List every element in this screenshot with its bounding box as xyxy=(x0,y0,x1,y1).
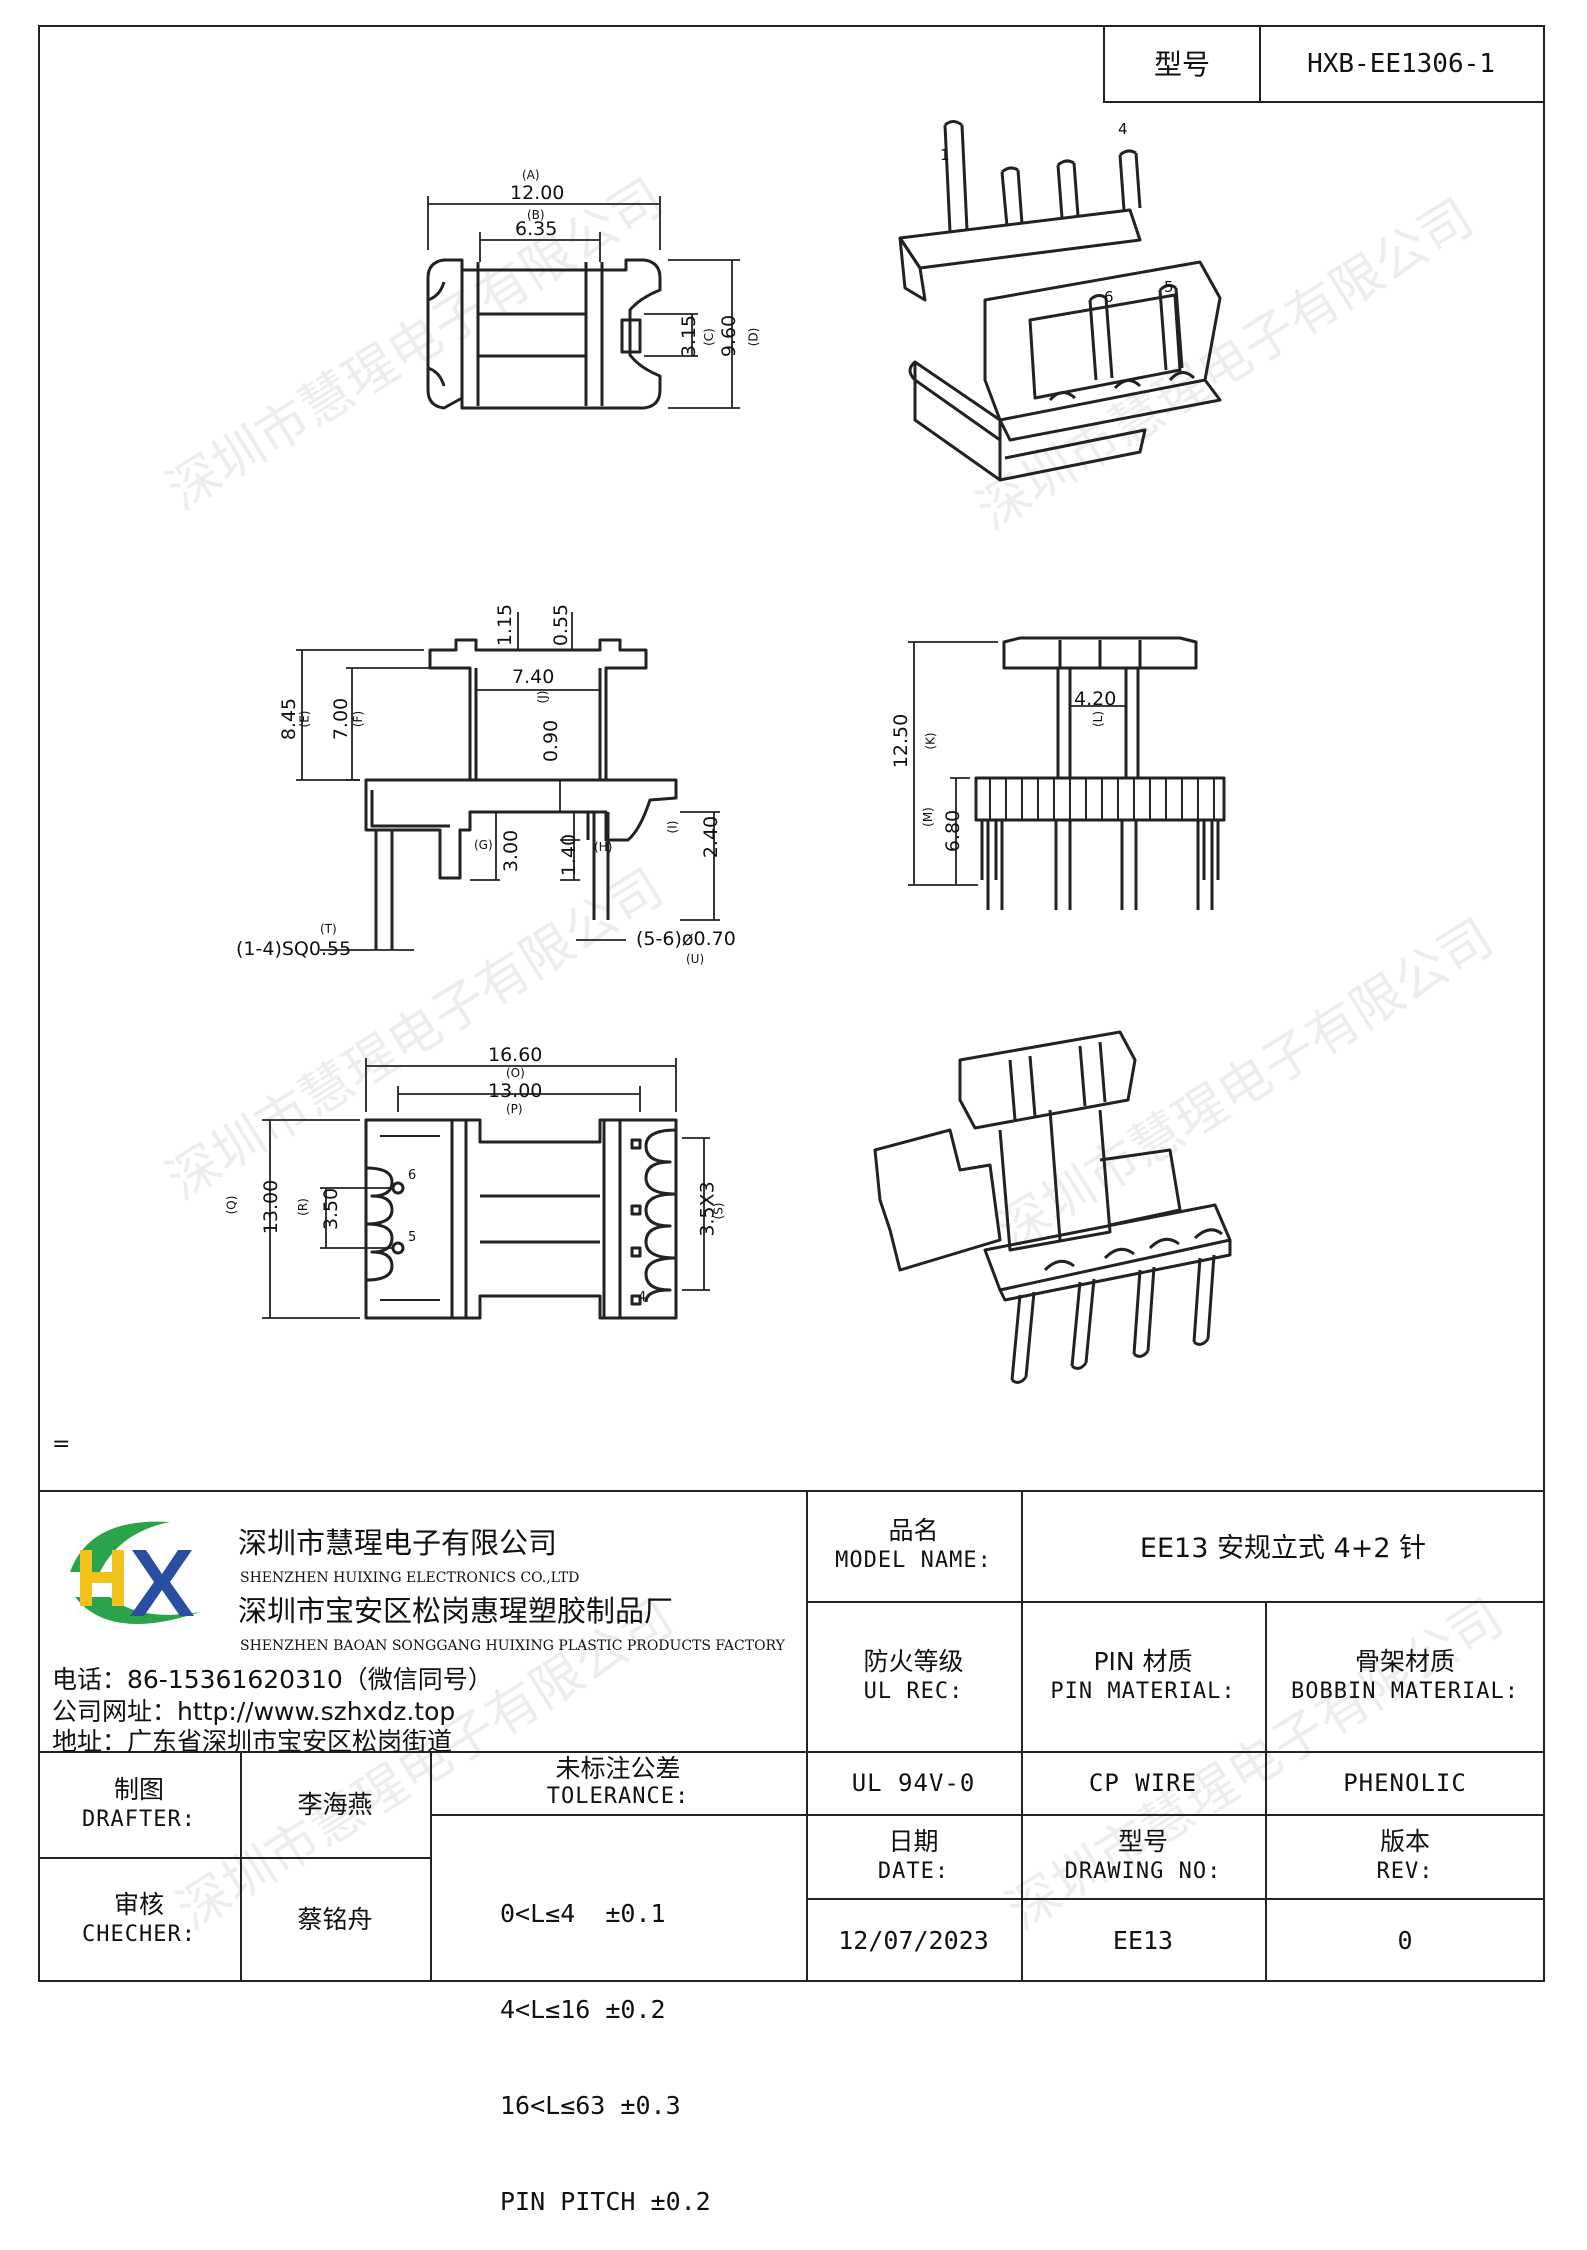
company-address: 地址：广东省深圳市宝安区松岗街道 xyxy=(52,1727,453,1756)
company-name-cn: 深圳市慧瑆电子有限公司 xyxy=(238,1526,558,1560)
date-label: 日期 DATE: xyxy=(877,1826,950,1884)
tolerance-row: 4<L≤16 ±0.2 xyxy=(500,1995,666,2024)
bobbin-material-value: PHENOLIC xyxy=(1343,1768,1467,1797)
checker-label: 审核 CHECHER: xyxy=(82,1890,196,1947)
iso-bottom-view xyxy=(873,1030,1232,1384)
bottom-view xyxy=(364,1118,678,1320)
tolerance-row: PIN PITCH ±0.2 xyxy=(500,2187,711,2216)
header-model-value: HXB-EE1306-1 xyxy=(1259,25,1545,103)
date-value: 12/07/2023 xyxy=(838,1925,989,1955)
factory-name-cn: 深圳市宝安区松岗惠瑆塑胶制品厂 xyxy=(238,1594,674,1628)
technical-drawing xyxy=(262,120,1232,1384)
company-name-en: SHENZHEN HUIXING ELECTRONICS CO.,LTD xyxy=(240,1570,580,1586)
pin-material-label: PIN 材质 PIN MATERIAL: xyxy=(1050,1646,1236,1704)
drawing-no-value: EE13 xyxy=(1112,1925,1174,1955)
company-website: 公司网址：http://www.szhxdz.top xyxy=(52,1697,456,1726)
rev-label: 版本 REV: xyxy=(1376,1826,1434,1884)
drafter-name: 李海燕 xyxy=(297,1789,373,1819)
drawing-no-label: 型号 DRAWING NO: xyxy=(1064,1826,1222,1884)
side-view xyxy=(974,636,1226,910)
model-name-value: EE13 安规立式 4+2 针 xyxy=(1139,1533,1427,1564)
pin-material-value: CP WIRE xyxy=(1088,1768,1198,1797)
front-view xyxy=(364,638,678,950)
drafter-label: 制图 DRAFTER: xyxy=(82,1774,196,1832)
company-phone: 电话：86-15361620310（微信同号） xyxy=(52,1665,493,1694)
tolerance-row: 0<L≤4 ±0.1 xyxy=(500,1899,666,1928)
drawing-frame xyxy=(38,25,1545,1982)
ul-rec-value: UL 94V-0 xyxy=(851,1768,976,1797)
rev-value: 0 xyxy=(1397,1925,1413,1955)
tolerance-row: 16<L≤63 ±0.3 xyxy=(500,2091,681,2120)
company-logo xyxy=(70,1521,200,1624)
titleblock-top xyxy=(38,1490,1545,1492)
iso-top-view xyxy=(898,120,1222,482)
logo-text: HX xyxy=(0,0,1,1)
factory-name-en: SHENZHEN BAOAN SONGGANG HUIXING PLASTIC … xyxy=(240,1638,785,1654)
checker-name: 蔡铭舟 xyxy=(297,1905,373,1934)
tolerance-label: 未标注公差 TOLERANCE: xyxy=(546,1753,690,1809)
top-view xyxy=(426,258,662,410)
model-name-label: 品名 MODEL NAME: xyxy=(835,1516,992,1573)
bobbin-material-label: 骨架材质 BOBBIN MATERIAL: xyxy=(1291,1646,1519,1704)
header-model-label: 型号 xyxy=(1103,25,1261,103)
ul-rec-label: 防火等级 UL REC: xyxy=(863,1646,964,1704)
tolerance-table: 0<L≤4 ±0.1 4<L≤16 ±0.2 16<L≤63 ±0.3 PIN … xyxy=(500,1834,711,2250)
